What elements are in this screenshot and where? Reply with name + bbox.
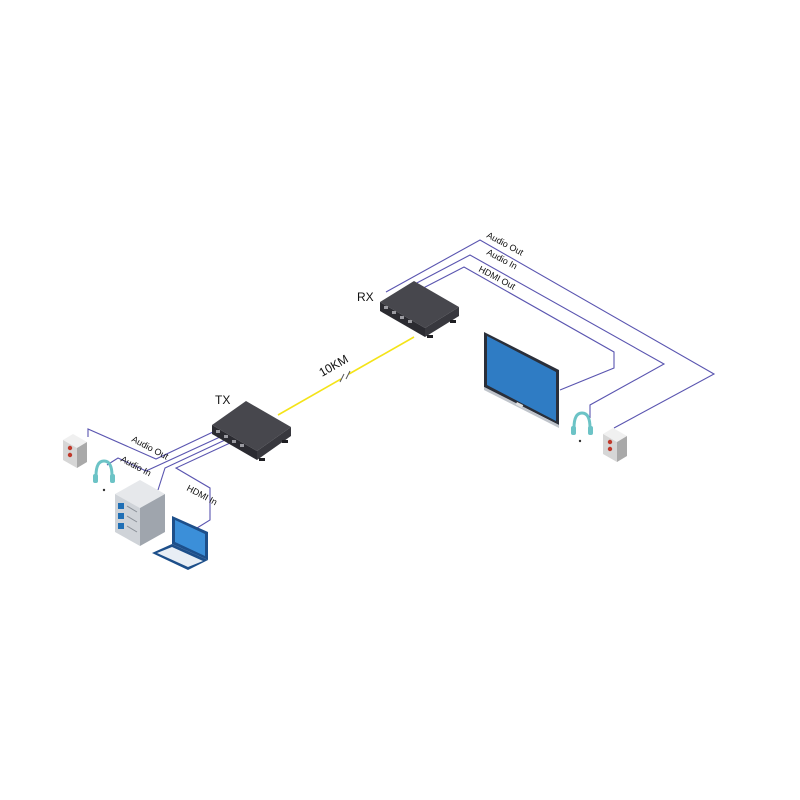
- fiber-cable-upper: [348, 336, 415, 375]
- rx-device: RX: [357, 281, 459, 338]
- fiber-break-mark: [345, 370, 351, 380]
- rx-port: [408, 320, 412, 323]
- display-icon: [484, 332, 559, 428]
- tx-port: [216, 430, 220, 433]
- tx-cables: [87, 428, 231, 529]
- rx-label: RX: [357, 290, 374, 304]
- tx-foot: [259, 458, 265, 461]
- rx-box-right-side: [425, 307, 459, 337]
- rx-headphones-icon: [571, 411, 593, 443]
- tx-audio-in-label: Audio In: [119, 454, 153, 478]
- fiber-cable-lower: [277, 378, 342, 416]
- tx-device: TX: [212, 393, 291, 461]
- rx-box-top: [380, 281, 459, 328]
- tx-hdmi-in-label: HDMI In: [185, 483, 219, 507]
- tx-speaker-icon: [63, 434, 87, 468]
- tx-audio-out-cable: [87, 428, 214, 460]
- tx-box-right-side: [257, 427, 291, 460]
- tx-audio-in-cable: [106, 436, 221, 472]
- rx-audio-out-cable: [385, 239, 716, 429]
- tx-box-top: [212, 401, 291, 451]
- fiber-link: 10KM: [277, 336, 415, 416]
- tx-headphones-icon: [93, 459, 115, 492]
- rx-speaker-icon: [603, 428, 627, 462]
- tx-audio-out-label: Audio Out: [130, 434, 170, 462]
- tx-foot: [282, 440, 288, 443]
- tx-port: [240, 444, 244, 447]
- rx-foot: [427, 335, 433, 338]
- rx-foot: [450, 320, 456, 323]
- rx-port: [392, 311, 396, 314]
- fiber-break-mark: [339, 373, 345, 383]
- tx-port: [224, 435, 228, 438]
- laptop-icon: [152, 516, 208, 570]
- rx-box-left-side: [380, 302, 425, 337]
- distance-label: 10KM: [317, 352, 351, 380]
- tx-server-cable: [157, 439, 226, 491]
- rx-port: [384, 306, 388, 309]
- tx-label: TX: [215, 393, 230, 407]
- server-icon: [115, 480, 165, 546]
- tx-port: [232, 440, 236, 443]
- tx-hdmi-in-cable: [174, 442, 231, 529]
- rx-hdmi-out-cable: [399, 266, 615, 391]
- rx-port: [400, 316, 404, 319]
- rx-audio-in-cable: [391, 254, 666, 418]
- rx-cables: [385, 239, 716, 429]
